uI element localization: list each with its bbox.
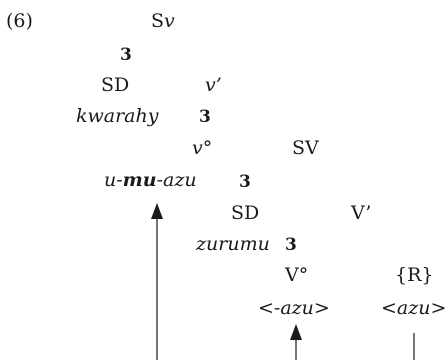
node-root: Sv — [151, 12, 175, 31]
node-v0: V° — [285, 264, 309, 286]
head-word-bold: mu — [122, 169, 157, 191]
arrowhead-short-icon — [290, 324, 302, 340]
branch-glyph-1: 3 — [120, 45, 132, 65]
node-root-cat: S — [151, 10, 165, 32]
node-sd-2: SD — [231, 202, 260, 224]
node-r-value: <azu> — [381, 297, 447, 319]
branch-glyph-3: 3 — [239, 172, 251, 192]
node-v-head: v° — [192, 137, 213, 159]
node-head-word: u-mu-azu — [104, 171, 197, 190]
node-root-sub: v — [164, 10, 175, 32]
branch-glyph-2: 3 — [199, 107, 211, 127]
node-r: {R} — [395, 264, 434, 286]
node-spec-kwarahy: kwarahy — [76, 105, 159, 127]
node-spec-zurumu: zurumu — [196, 233, 270, 255]
example-number: (6) — [6, 10, 33, 32]
branch-glyph-4: 3 — [285, 235, 297, 255]
head-word-suffix: -azu — [156, 169, 197, 191]
node-vbar-2: V’ — [351, 202, 372, 224]
node-sd-1: SD — [101, 74, 130, 96]
node-sv: SV — [292, 137, 319, 159]
node-vbar-1: v’ — [205, 74, 222, 96]
head-word-prefix: u- — [104, 169, 123, 191]
node-trace: <-azu> — [258, 297, 330, 319]
arrowhead-long-icon — [151, 203, 163, 219]
